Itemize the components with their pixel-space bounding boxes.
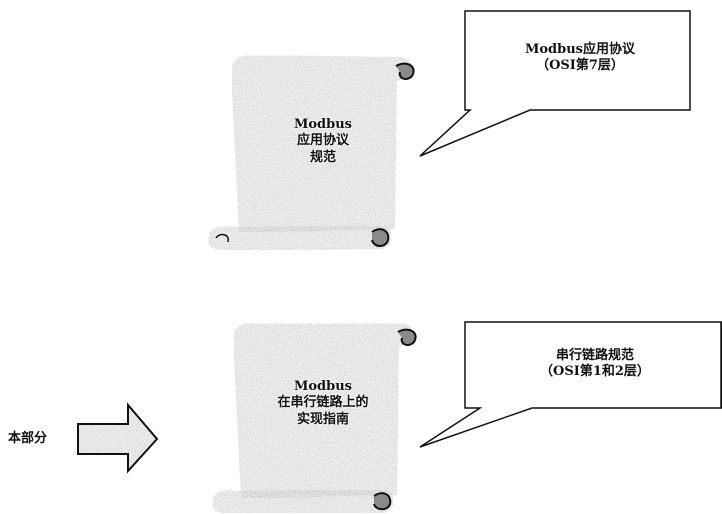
top-callout-line-1: Modbus应用协议 <box>524 42 635 57</box>
bottom-scroll-line-3: 实现指南 <box>296 411 349 427</box>
top-scroll-title: Modbus 应用协议 规范 <box>258 117 388 166</box>
bottom-scroll-line-2: 在串行链路上的 <box>277 395 369 411</box>
top-callout-bubble <box>419 10 691 157</box>
bottom-callout-text: 串行链路规范 （OSI第1和2层） <box>500 348 690 381</box>
bottom-scroll-line-1: Modbus <box>293 379 352 394</box>
top-scroll-line-1: Modbus <box>293 117 352 132</box>
right-arrow-icon <box>77 402 159 474</box>
bottom-callout-bubble <box>419 321 722 448</box>
top-scroll-line-3: 规范 <box>309 149 336 165</box>
top-scroll-icon <box>207 54 415 252</box>
top-scroll-line-2: 应用协议 <box>296 133 349 149</box>
bottom-callout-line-2: （OSI第1和2层） <box>540 364 650 380</box>
bottom-callout-line-1: 串行链路规范 <box>555 348 634 363</box>
bottom-scroll-icon <box>211 322 417 514</box>
top-callout-line-2: （OSI第7层） <box>536 58 624 74</box>
this-part-label: 本部分 <box>8 431 48 446</box>
bottom-scroll-title: Modbus 在串行链路上的 实现指南 <box>248 379 398 428</box>
top-callout-text: Modbus应用协议 （OSI第7层） <box>480 42 680 75</box>
